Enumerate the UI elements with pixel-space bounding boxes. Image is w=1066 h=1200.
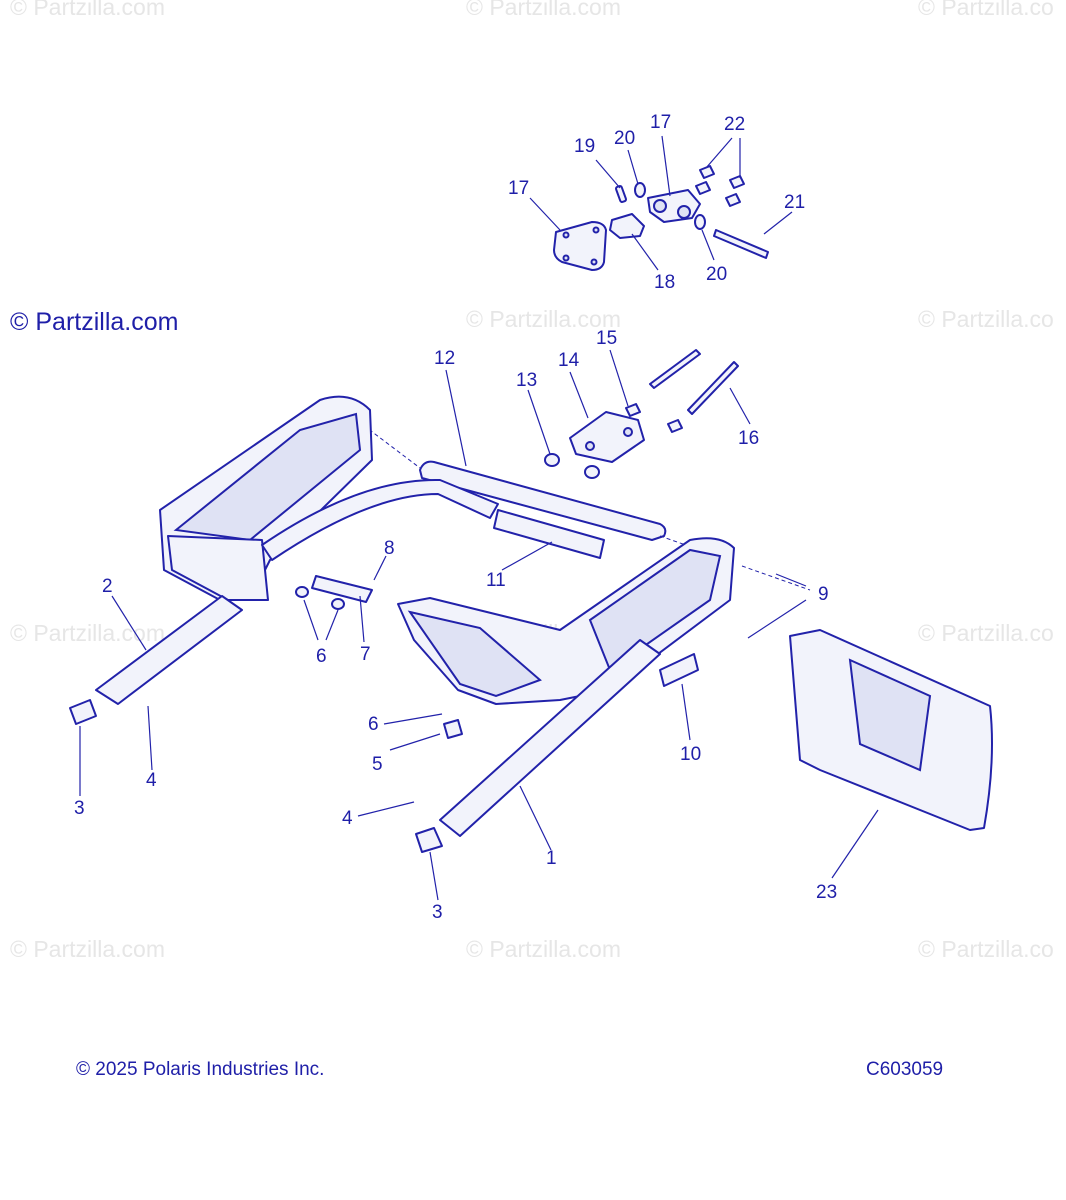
- plate-7: [311, 575, 373, 603]
- callout-3: 3: [74, 798, 85, 819]
- hinge-14: [569, 411, 645, 463]
- end-cap-3-right: [415, 827, 443, 853]
- callout-1: 1: [546, 848, 557, 869]
- callout-4: 4: [342, 808, 353, 829]
- rod-21: [713, 229, 769, 259]
- callout-2: 2: [102, 576, 113, 597]
- callout-9: 9: [818, 584, 829, 605]
- watermark-primary: © Partzilla.com: [10, 308, 179, 336]
- callout-18: 18: [654, 272, 675, 293]
- callout-15: 15: [596, 328, 617, 349]
- hinge-arm-17: [647, 189, 701, 223]
- callout-22: 22: [724, 114, 745, 135]
- watermark: © Partzilla.co: [918, 936, 1054, 962]
- callout-11: 11: [486, 570, 506, 591]
- diagram-code: C603059: [866, 1059, 944, 1080]
- watermark: © Partzilla.com: [466, 306, 621, 332]
- nuts-6-left: [295, 586, 345, 610]
- callout-14: 14: [558, 350, 580, 371]
- callout-10: 10: [680, 744, 701, 765]
- long-bolts-16: [649, 349, 739, 415]
- watermark: © Partzilla.com: [10, 620, 165, 646]
- callout-19: 19: [574, 136, 595, 157]
- nuts-13: [544, 453, 600, 479]
- callouts: 1 2 3 3 4 4 5 6 6 7 8 9 10 11 12 13 14 1…: [74, 112, 837, 923]
- left-rack: [159, 395, 499, 601]
- pin-19: [615, 185, 627, 203]
- watermark: © Partzilla.co: [918, 620, 1054, 646]
- callout-3: 3: [432, 902, 443, 923]
- callout-12: 12: [434, 348, 455, 369]
- right-tube-1: [439, 639, 661, 837]
- callout-13: 13: [516, 370, 537, 391]
- callout-5: 5: [372, 754, 383, 775]
- callout-21: 21: [784, 192, 805, 213]
- washer-20: [634, 182, 706, 230]
- callout-8: 8: [384, 538, 395, 559]
- watermark: © Partzilla.co: [918, 0, 1054, 20]
- callout-20: 20: [706, 264, 727, 285]
- watermark: © Partzilla.co: [918, 306, 1054, 332]
- hinge-bracket-18: [609, 213, 645, 239]
- callout-6: 6: [316, 646, 327, 667]
- callout-20: 20: [614, 128, 635, 149]
- end-cap-3-left: [69, 699, 97, 725]
- callout-16: 16: [738, 428, 759, 449]
- tube-11: [493, 509, 605, 559]
- tube-12: [419, 460, 667, 541]
- callout-23: 23: [816, 882, 837, 903]
- callout-4: 4: [146, 770, 157, 791]
- mud-flap-23: [789, 629, 993, 831]
- watermark: © Partzilla.com: [466, 0, 621, 20]
- copyright-text: © 2025 Polaris Industries Inc.: [76, 1059, 325, 1080]
- watermark: © Partzilla.com: [10, 936, 165, 962]
- bolts-15: [625, 403, 683, 433]
- watermark: © Partzilla.com: [10, 0, 165, 20]
- left-tube-2: [95, 595, 243, 705]
- bracket-5: [443, 719, 463, 739]
- hinge-plate-17: [553, 221, 607, 271]
- pad-10: [659, 653, 699, 687]
- callout-7: 7: [360, 644, 371, 665]
- callout-6: 6: [368, 714, 379, 735]
- bolts-22: [695, 165, 745, 207]
- watermark: © Partzilla.com: [466, 936, 621, 962]
- right-rack: [397, 537, 735, 705]
- leader-lines: [79, 135, 879, 901]
- callout-17: 17: [650, 112, 671, 133]
- callout-17: 17: [508, 178, 529, 199]
